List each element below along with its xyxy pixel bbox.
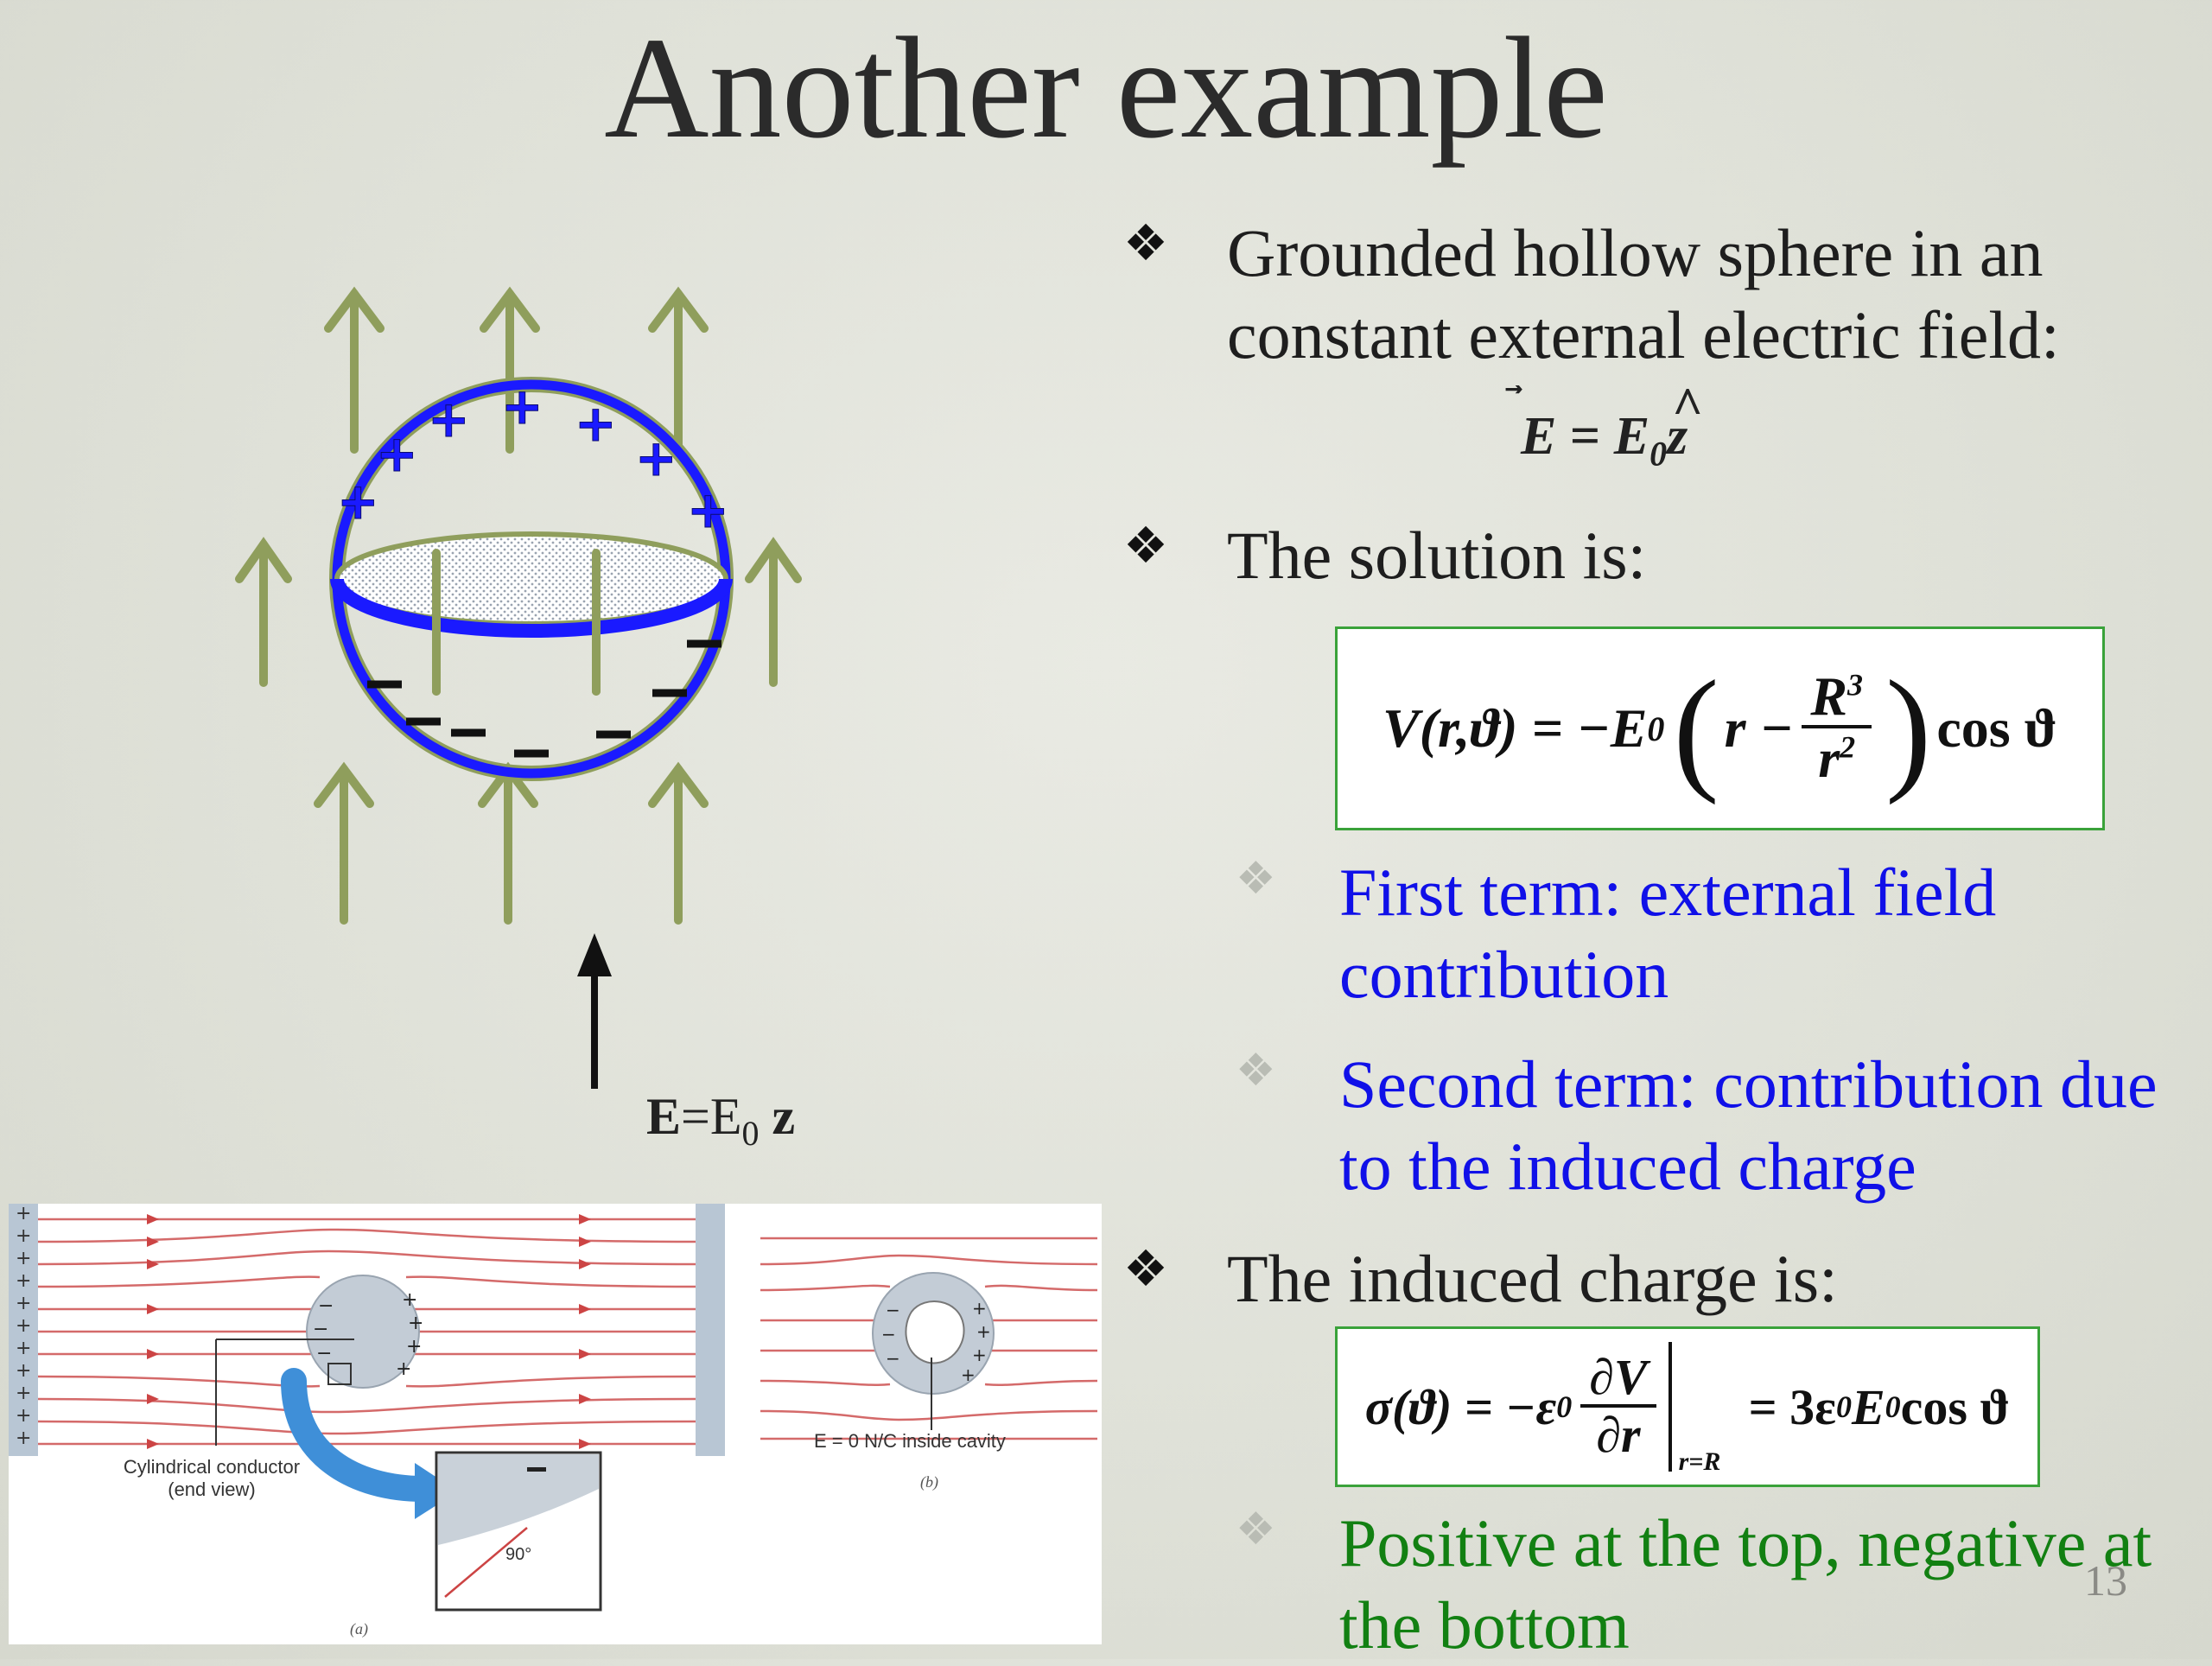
diamond-bullet-icon: ❖ bbox=[1123, 516, 1168, 575]
sub-bullet-2: ❖ Second term: contribution due to the i… bbox=[1236, 1045, 2158, 1205]
svg-text:+: + bbox=[961, 1364, 976, 1385]
field-label: E=E0 z bbox=[646, 1088, 796, 1153]
negative-charges bbox=[367, 639, 721, 758]
diamond-bullet-icon: ❖ bbox=[1123, 1239, 1168, 1298]
svg-text:−: − bbox=[313, 1319, 328, 1340]
svg-text:+: + bbox=[972, 1345, 987, 1365]
plus-charge: + bbox=[687, 480, 729, 539]
angle-label: 90° bbox=[505, 1545, 532, 1564]
svg-text:+: + bbox=[16, 1204, 31, 1224]
conductor-label: Cylindrical conductor bbox=[123, 1456, 301, 1478]
plus-charge: + bbox=[428, 390, 470, 448]
svg-text:−: − bbox=[316, 1343, 332, 1364]
svg-text:+: + bbox=[16, 1360, 31, 1382]
bullet-1: ❖ Grounded hollow sphere in an constant … bbox=[1123, 213, 2060, 373]
diamond-bullet-icon: ❖ bbox=[1123, 213, 1168, 272]
svg-text:+: + bbox=[972, 1298, 987, 1319]
page-number: 13 bbox=[2084, 1556, 2127, 1605]
svg-text:+: + bbox=[16, 1225, 31, 1247]
plus-charge: + bbox=[575, 394, 617, 453]
svg-text:+: + bbox=[402, 1289, 417, 1311]
panel-a-label: (a) bbox=[350, 1620, 368, 1637]
diamond-bullet-icon: ❖ bbox=[1236, 853, 1276, 905]
conductor-figure: ++++ ++++ +++ ++++ −−− bbox=[9, 1203, 1102, 1644]
svg-text:−: − bbox=[318, 1295, 334, 1317]
end-view-label: (end view) bbox=[168, 1478, 256, 1501]
svg-text:+: + bbox=[408, 1313, 423, 1334]
diamond-bullet-icon: ❖ bbox=[1236, 1504, 1276, 1555]
svg-text:+: + bbox=[16, 1383, 31, 1404]
sphere-field-diagram: + + + + + + + bbox=[235, 286, 802, 1089]
panel-b-label: (b) bbox=[920, 1473, 938, 1491]
plus-charge: + bbox=[501, 377, 543, 436]
svg-text:+: + bbox=[16, 1428, 31, 1449]
svg-text:+: + bbox=[406, 1336, 422, 1358]
svg-text:+: + bbox=[16, 1338, 31, 1359]
diamond-bullet-icon: ❖ bbox=[1236, 1045, 1276, 1097]
plus-charge: + bbox=[635, 429, 677, 487]
bullet-3: ❖ The induced charge is: bbox=[1123, 1239, 1838, 1316]
svg-text:+: + bbox=[16, 1293, 31, 1314]
positive-charges: + + + + + + + bbox=[337, 377, 730, 540]
plus-charge: + bbox=[376, 424, 418, 483]
slide-title: Another example bbox=[604, 8, 1608, 169]
svg-text:+: + bbox=[976, 1321, 991, 1342]
bullet-2: ❖ The solution is: bbox=[1123, 516, 1647, 593]
svg-text:+: + bbox=[396, 1358, 411, 1380]
svg-text:+: + bbox=[16, 1270, 31, 1292]
svg-text:−: − bbox=[881, 1324, 896, 1345]
sub-bullet-1: ❖ First term: external field contributio… bbox=[1236, 853, 1997, 1013]
e-field-arrow bbox=[577, 933, 612, 1089]
svg-text:−: − bbox=[886, 1300, 900, 1320]
svg-text:+: + bbox=[16, 1315, 31, 1337]
plus-charge: + bbox=[337, 472, 379, 531]
field-equation: ⃗E = E0^z bbox=[1521, 378, 1704, 474]
svg-text:−: − bbox=[886, 1348, 900, 1369]
svg-text:+: + bbox=[16, 1405, 31, 1427]
cavity-label: E = 0 N/C inside cavity bbox=[814, 1430, 1006, 1452]
svg-text:+: + bbox=[16, 1248, 31, 1269]
sub-bullet-3: ❖ Positive at the top, negative at the b… bbox=[1236, 1504, 2152, 1663]
